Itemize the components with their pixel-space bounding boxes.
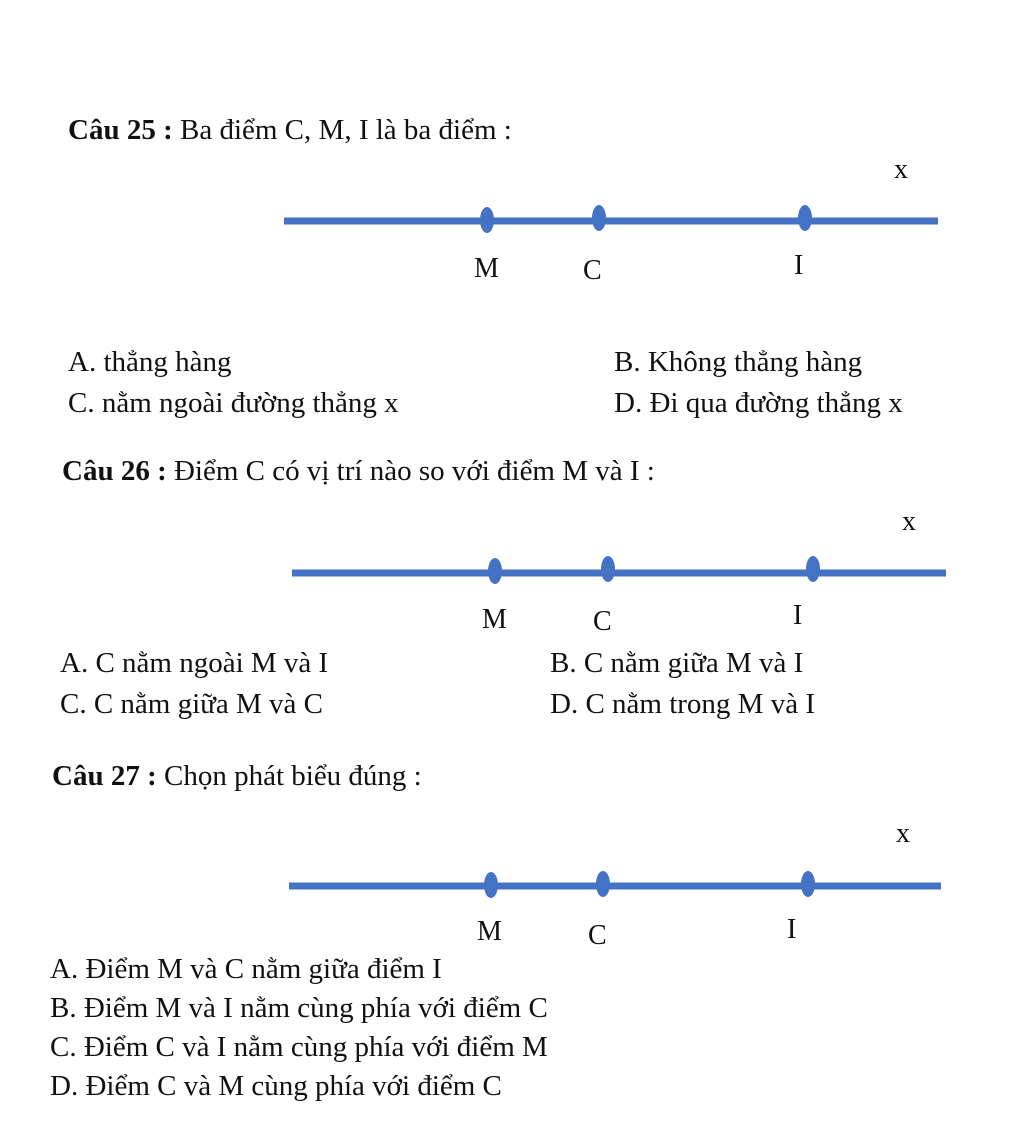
option-c[interactable]: C. C nằm giữa M và C	[60, 688, 324, 720]
point-i-dot	[801, 871, 815, 897]
point-m-label: M	[482, 604, 507, 635]
point-i-label: I	[793, 600, 802, 631]
option-a[interactable]: A. thẳng hàng	[68, 346, 232, 378]
point-m-dot	[484, 872, 498, 898]
point-c-label: C	[583, 255, 602, 286]
option-c[interactable]: C. nằm ngoài đường thẳng x	[68, 387, 399, 419]
option-a[interactable]: A. C nằm ngoài M và I	[60, 647, 329, 679]
point-i-label: I	[794, 250, 803, 281]
point-c-label: C	[593, 606, 612, 637]
point-c-dot	[592, 205, 606, 231]
question-label: Câu 26 :	[62, 455, 167, 487]
question-label: Câu 27 :	[52, 760, 157, 792]
line-diagram-26: x M C I	[292, 506, 946, 637]
option-c[interactable]: C. Điểm C và I nằm cùng phía với điểm M	[50, 1031, 548, 1063]
option-b[interactable]: B. C nằm giữa M và I	[550, 647, 804, 679]
line-label-x: x	[902, 506, 916, 537]
option-d[interactable]: D. C nằm trong M và I	[550, 688, 815, 720]
line-label-x: x	[894, 154, 908, 185]
point-i-label: I	[787, 914, 796, 945]
line-diagram-27: x M C I	[289, 818, 941, 951]
point-m-dot	[480, 207, 494, 233]
option-b[interactable]: B. Không thẳng hàng	[614, 346, 863, 378]
point-m-label: M	[477, 916, 502, 947]
option-a[interactable]: A. Điểm M và C nằm giữa điểm I	[50, 953, 442, 985]
point-c-dot	[596, 871, 610, 897]
option-b[interactable]: B. Điểm M và I nằm cùng phía với điểm C	[50, 992, 548, 1024]
question-26-title: Câu 26 : Điểm C có vị trí nào so với điể…	[62, 455, 655, 488]
point-i-dot	[806, 556, 820, 582]
line-label-x: x	[896, 818, 910, 849]
question-25-title: Câu 25 : Ba điểm C, M, I là ba điểm :	[68, 114, 512, 147]
question-text: Chọn phát biểu đúng :	[156, 760, 422, 792]
option-d[interactable]: D. Điểm C và M cùng phía với điểm C	[50, 1070, 502, 1102]
question-text: Ba điểm C, M, I là ba điểm :	[172, 114, 512, 146]
question-label: Câu 25 :	[68, 114, 173, 146]
point-c-dot	[601, 556, 615, 582]
point-i-dot	[798, 205, 812, 231]
point-m-label: M	[474, 253, 499, 284]
point-m-dot	[488, 558, 502, 584]
question-text: Điểm C có vị trí nào so với điểm M và I …	[166, 455, 655, 487]
point-c-label: C	[588, 920, 607, 951]
option-d[interactable]: D. Đi qua đường thẳng x	[614, 387, 903, 419]
question-27-title: Câu 27 : Chọn phát biểu đúng :	[52, 760, 422, 793]
line-diagram-25: x M C I	[284, 154, 938, 286]
